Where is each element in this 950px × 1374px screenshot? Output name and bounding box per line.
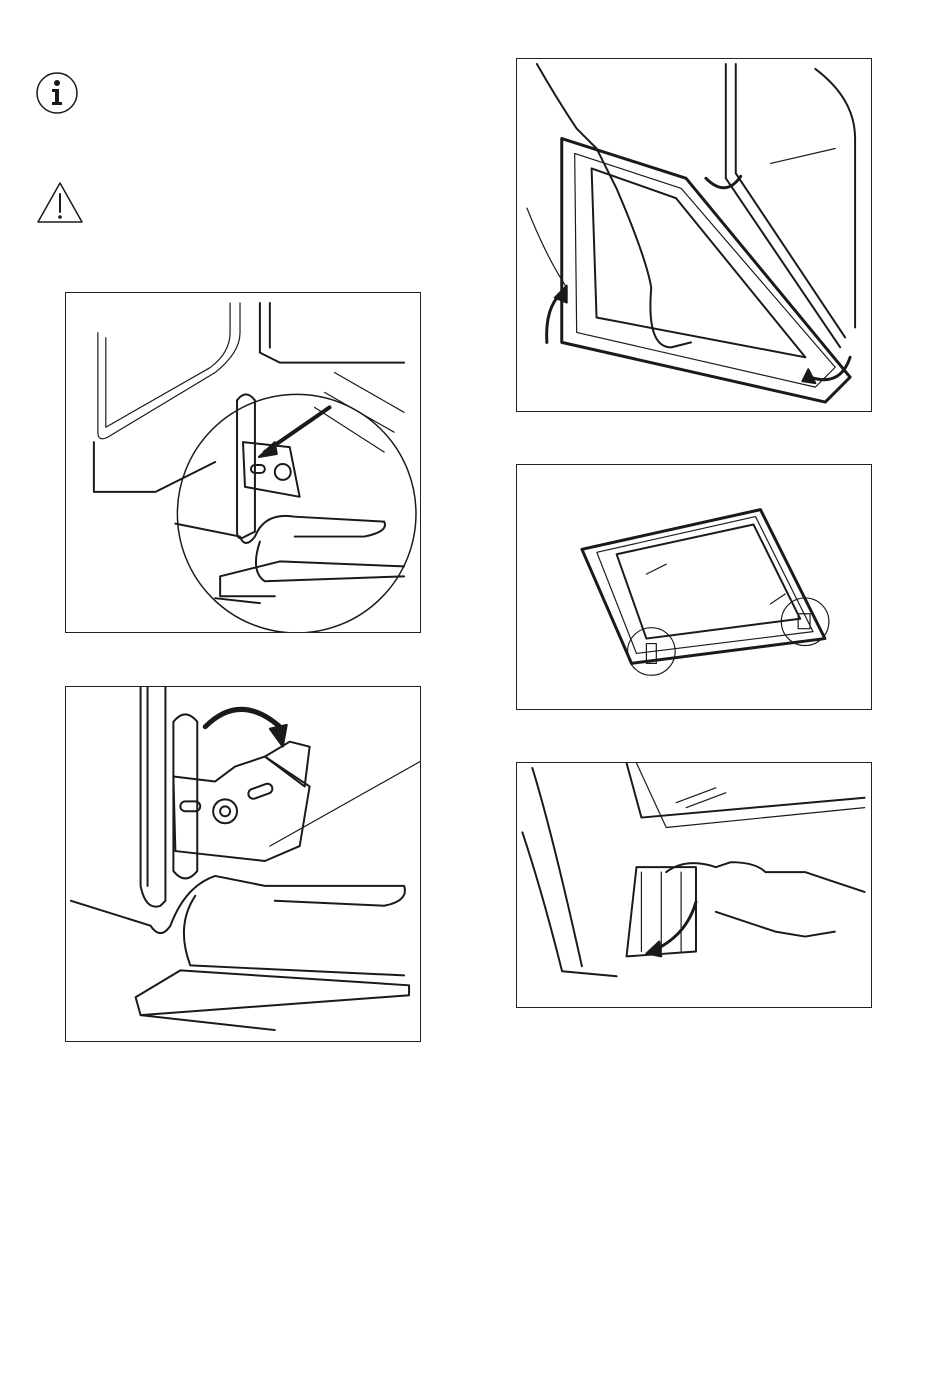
figure-hinge-lever-detail	[65, 292, 421, 633]
warning-icon	[35, 180, 85, 225]
figure-door-on-flat-surface	[516, 464, 872, 710]
info-icon	[34, 70, 80, 116]
figure-hinge-lever-rotate	[65, 686, 421, 1042]
figure-door-lift-off	[516, 58, 872, 412]
figure-door-clip-release	[516, 762, 872, 1008]
